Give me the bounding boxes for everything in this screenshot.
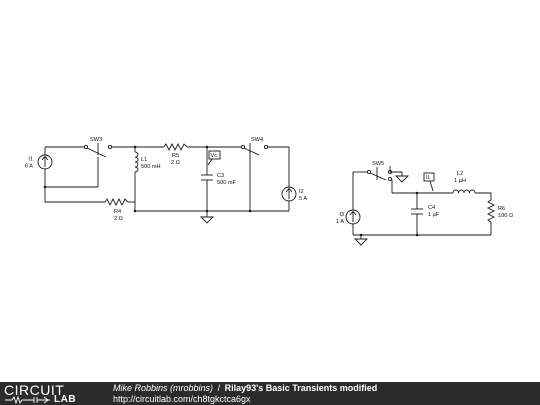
switch-blade (243, 147, 260, 156)
wire (390, 171, 403, 176)
ground-3 (353, 238, 369, 246)
wire (475, 192, 492, 200)
ground-icon (199, 216, 215, 224)
resistor-R5[interactable]: R5 2 Ω (163, 142, 188, 166)
switch-SW3[interactable]: SW3 (83, 137, 113, 160)
junction (133, 209, 137, 213)
label-L2-name: L2 (457, 171, 463, 177)
junction (133, 145, 137, 149)
switch-blade (369, 172, 387, 181)
label-R6-name: R6 (498, 206, 505, 212)
capacitor-C4[interactable]: C4 1 µF (411, 205, 440, 218)
label-Vc: Vc (211, 153, 218, 159)
logo-text: CIRCUIT (4, 382, 65, 398)
label-L1-value: 500 mH (141, 164, 161, 170)
label-C3-value: 500 mF (217, 180, 237, 186)
footer-bar: CIRCUIT LAB Mike Robbins (mrobbins) / Ri… (0, 382, 540, 405)
label-SW3: SW3 (90, 137, 102, 143)
junction (415, 233, 419, 237)
switch-blade (86, 147, 107, 158)
label-R4-name: R4 (114, 209, 121, 215)
switch-SW5[interactable]: SW5 (366, 161, 393, 182)
label-L2-value: 1 µH (454, 178, 466, 184)
junction (359, 233, 363, 237)
switch-contact (387, 169, 393, 175)
wire (44, 187, 105, 203)
current-source-I1[interactable]: I1 6 A (25, 154, 53, 170)
probe-lead (429, 180, 434, 192)
probe-box (208, 150, 221, 160)
arrow-up-icon (41, 155, 49, 167)
wire (45, 160, 99, 188)
schematic-canvas[interactable]: I1 6 A SW3 L1 500 mH R5 2 Ω Vc (0, 0, 540, 380)
junction (205, 145, 209, 149)
label-R6-value: 100 Ω (498, 213, 513, 219)
inductor-coil (134, 151, 139, 173)
label-IL: IL (426, 175, 431, 181)
inductor-L2[interactable]: L2 1 µH (452, 171, 476, 194)
right-circuit: SW5 IL L2 1 µH R6 100 Ω C4 1 (336, 161, 513, 246)
label-R5-value: 2 Ω (171, 160, 180, 166)
label-R5-name: R5 (172, 153, 179, 159)
label-L1-name: L1 (141, 157, 147, 163)
junction (415, 191, 419, 195)
capacitor-C3[interactable]: C3 500 mF (201, 173, 237, 186)
label-I1-value: 6 A (25, 164, 33, 170)
current-source-I3[interactable]: I3 1 A (336, 209, 361, 225)
resistor-R4[interactable]: R4 2 Ω (104, 197, 129, 222)
inductor-L1[interactable]: L1 500 mH (134, 151, 161, 173)
resistor-zigzag (104, 197, 129, 207)
switch-contact (107, 144, 113, 150)
label-SW4: SW4 (251, 137, 263, 143)
probe-lead (207, 158, 213, 166)
current-source-symbol (345, 209, 361, 225)
wire (268, 146, 290, 187)
resistor-zigzag (486, 199, 496, 223)
title-line: Mike Robbins (mrobbins) / Rilay93's Basi… (113, 383, 377, 393)
circuit-title: Rilay93's Basic Transients modified (224, 383, 378, 393)
switch-contact (263, 144, 269, 150)
label-I2-value: 5 A (299, 196, 307, 202)
switch-contact (387, 176, 393, 182)
inductor-coil (452, 189, 476, 194)
title-separator: / (217, 383, 221, 393)
junction (43, 185, 47, 189)
logo-trace-icon (5, 396, 50, 404)
ground-2 (394, 175, 410, 183)
label-C4-value: 1 µF (428, 212, 440, 218)
author-link[interactable]: Mike Robbins (mrobbins) (113, 383, 214, 393)
circuitlab-logo: CIRCUIT LAB (4, 382, 108, 405)
ground-icon (353, 238, 369, 246)
probe-box (423, 172, 435, 182)
resistor-zigzag (163, 142, 188, 152)
current-source-symbol (281, 186, 297, 202)
circuit-url-link[interactable]: http://circuitlab.com/ch8tgkctca6gx (113, 394, 251, 404)
arrow-up-icon (349, 210, 357, 222)
ground-icon (394, 175, 410, 183)
switch-SW4[interactable]: SW4 (240, 137, 269, 158)
label-I3-value: 1 A (336, 219, 344, 225)
label-C3-name: C3 (217, 173, 224, 179)
label-I2-name: I2 (299, 189, 304, 195)
label-SW5: SW5 (372, 161, 384, 167)
arrow-up-icon (285, 187, 293, 199)
ground-1 (199, 216, 215, 224)
junction (248, 209, 252, 213)
voltage-probe-Vc[interactable]: Vc (207, 150, 221, 166)
switch-contact (366, 169, 372, 175)
label-I1-name: I1 (28, 157, 33, 163)
resistor-R6[interactable]: R6 100 Ω (486, 199, 513, 223)
current-source-I2[interactable]: I2 5 A (281, 186, 307, 202)
label-R4-value: 2 Ω (114, 216, 123, 222)
current-source-symbol (37, 154, 53, 170)
switch-contact (240, 144, 246, 150)
current-probe-IL[interactable]: IL (423, 172, 435, 192)
label-C4-name: C4 (428, 205, 435, 211)
label-I3-name: I3 (339, 212, 344, 218)
switch-contact (83, 144, 89, 150)
junction (205, 209, 209, 213)
schematic: I1 6 A SW3 L1 500 mH R5 2 Ω Vc (25, 137, 513, 246)
logo-sub-text: LAB (54, 394, 77, 405)
left-circuit: I1 6 A SW3 L1 500 mH R5 2 Ω Vc (25, 137, 307, 224)
